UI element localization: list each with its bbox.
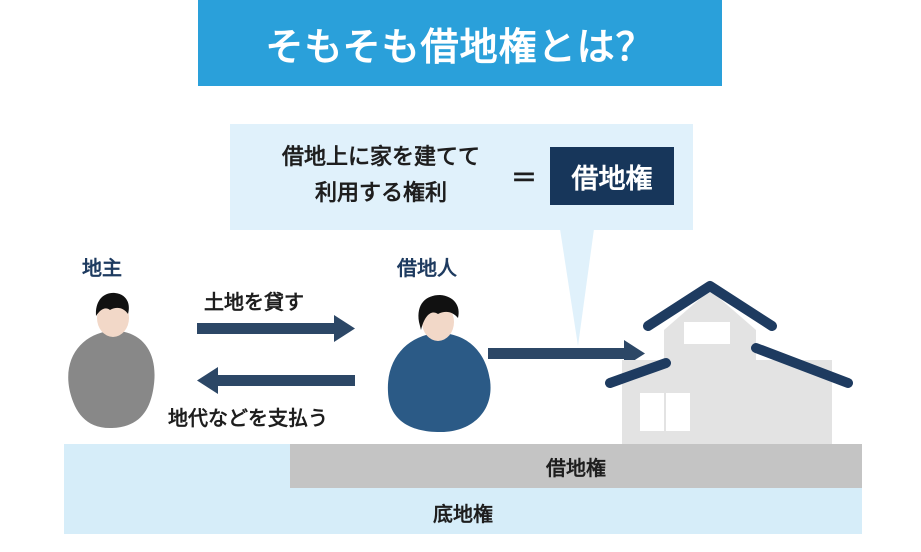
term-badge: 借地権 xyxy=(550,147,674,205)
pay-label: 地代などを支払う xyxy=(168,406,328,430)
house xyxy=(605,281,853,444)
landowner-label: 地主 xyxy=(82,256,122,280)
definition-line-1: 借地上に家を建てて xyxy=(281,145,480,170)
house-roof-right xyxy=(751,343,853,388)
pay-arrow xyxy=(197,367,355,394)
house-lower-window-left xyxy=(640,393,664,431)
page-title: そもそも借地権とは？ xyxy=(198,0,722,86)
landowner-body xyxy=(68,330,155,429)
tenant-body xyxy=(387,332,491,433)
landowner-hair xyxy=(95,292,129,316)
house-upper-window xyxy=(684,322,730,344)
definition-text: 借地上に家を建てて 利用する権利 xyxy=(252,140,510,212)
tenant-to-house-arrow xyxy=(488,340,645,367)
landowner-head xyxy=(97,299,129,337)
equals-sign: ＝ xyxy=(511,164,538,194)
definition-line-2: 利用する権利 xyxy=(314,181,447,206)
landowner-figure xyxy=(68,292,155,429)
tenant-label: 借地人 xyxy=(397,256,457,280)
house-roof-left xyxy=(605,358,671,388)
house-roof-upper xyxy=(643,281,777,331)
tenant-figure xyxy=(387,295,491,433)
tenant-hair xyxy=(418,295,459,330)
leasehold-band: 借地権 xyxy=(290,444,862,488)
lend-arrow xyxy=(197,315,355,342)
landowner-right-label: 底地権 xyxy=(433,501,493,526)
lend-label: 土地を貸す xyxy=(204,290,304,314)
house-lower-window-right xyxy=(666,393,690,431)
